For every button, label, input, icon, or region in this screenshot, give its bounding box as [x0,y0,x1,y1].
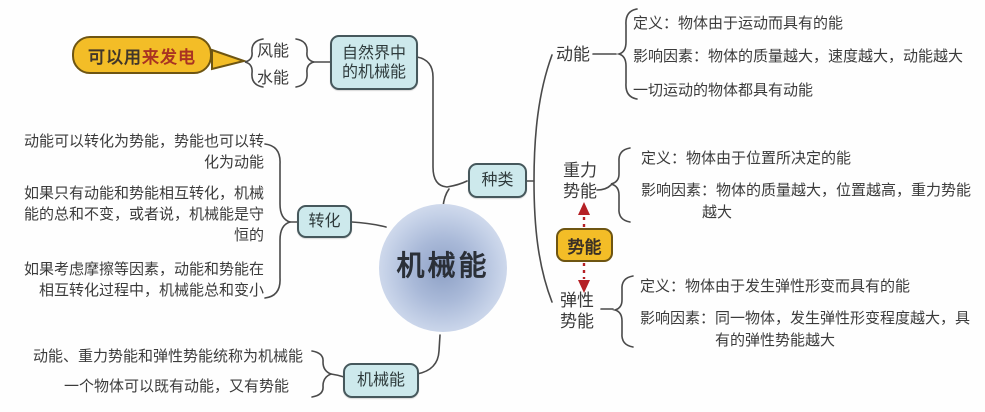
central-topic-label: 机械能 [396,251,490,282]
transform-note-2: 如果只有动能和势能相互转化，机械 能的总和不变，或者说，机械能是守 恒的 [23,185,264,244]
elastic-definition: 定义：物体由于发生弹性形变而具有的能 [640,278,911,295]
kinetic-definition: 定义：物体由于运动而具有的能 [633,15,844,32]
gravity-factors-line2: 越大 [702,204,733,221]
summary-note-1: 动能、重力势能和弹性势能统称为机械能 [33,348,304,365]
wind-energy-label: 风能 [257,43,290,60]
gravity-factors-line1: 影响因素：物体的质量越大，位置越高，重力势能 [641,182,972,199]
transform-note-3: 如果考虑摩擦等因素，动能和势能在 相互转化过程中，机械能总和变小 [23,261,264,299]
potential-up-arrowhead-icon [578,202,590,215]
elastic-factors-line2: 有的弹性势能越大 [715,332,836,349]
types-box: 种类 [468,163,527,198]
nature-mechanical-energy-box: 自然界中 的机械能 [330,35,418,90]
water-energy-label: 水能 [257,70,290,87]
central-topic-circle: 机械能 [379,204,507,332]
types-bracket [533,54,553,303]
kinetic-energy-label: 动能 [556,45,590,64]
gravity-brace [610,147,631,223]
gravity-potential-label: 重力 势能 [563,161,597,201]
summary-note-2: 一个物体可以既有动能，又有势能 [64,378,290,395]
naturebox-to-types-line [416,56,468,188]
elastic-brace [612,275,634,348]
bubble-text-dark: 可以用 [88,47,142,67]
brace-to-summarybox-line [330,373,345,378]
kinetic-note: 一切运动的物体都具有动能 [633,82,814,99]
wind-water-open-brace [244,38,264,88]
gravity-definition: 定义：物体由于位置所决定的能 [641,150,852,167]
transform-box: 转化 [297,205,352,238]
gravity-connector-line [596,184,612,191]
summary-brace [311,350,334,398]
summarybox-to-circle-line [416,334,441,375]
bubble-text-red: 来发电 [142,47,196,67]
can-generate-electricity-bubble: 可以用来发电 [72,36,212,74]
summary-mechanical-energy-box: 机械能 [343,363,419,398]
transform-to-circle-line [351,221,387,228]
kinetic-factors: 影响因素：物体的质量越大，速度越大，动能越大 [633,48,964,65]
elastic-factors-line1: 影响因素：同一物体，发生弹性形变程度越大，具 [640,310,971,327]
potential-down-arrowhead-icon [578,280,590,293]
bubble-tail [211,48,248,71]
kinetic-brace [616,8,638,100]
potential-energy-box: 势能 [556,228,613,262]
wind-water-close-brace [295,38,315,88]
transform-notes-brace [264,143,293,299]
elastic-potential-label: 弹性 势能 [560,291,594,331]
transform-note-1: 动能可以转化为势能，势能也可以转 化为动能 [23,133,264,171]
